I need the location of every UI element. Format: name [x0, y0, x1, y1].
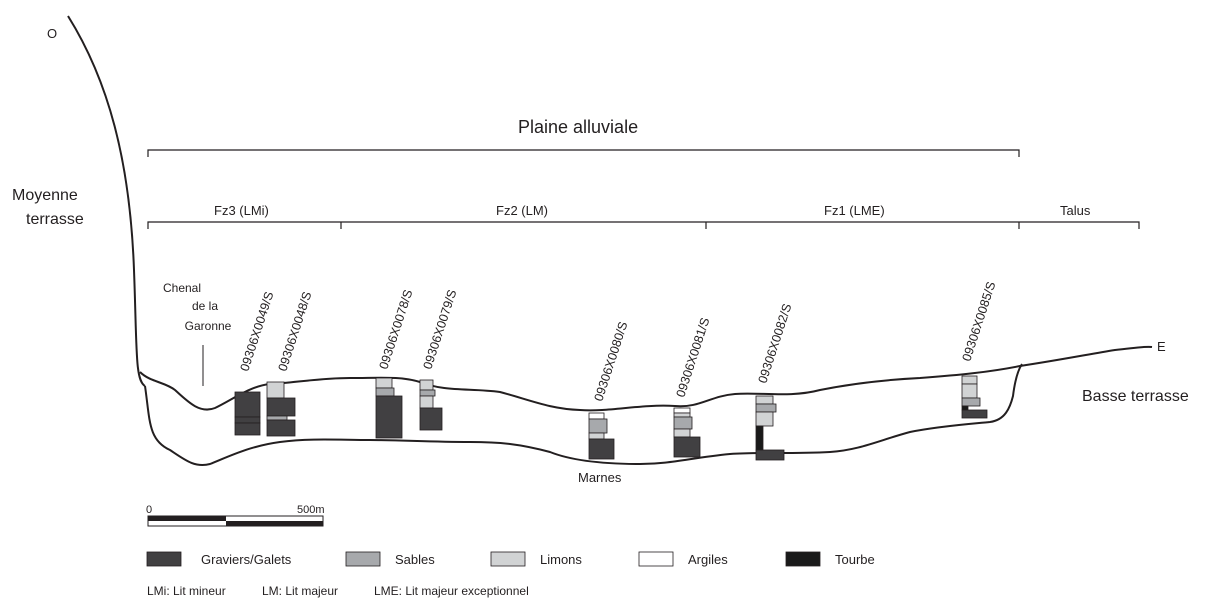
alluvium-base-line: [144, 363, 1023, 466]
borehole-label-0078: 09306X0078/S: [377, 288, 416, 371]
borehole-label-0080: 09306X0080/S: [592, 320, 631, 403]
borehole-logs: [234, 375, 988, 461]
layer-graviers: [266, 397, 296, 417]
borehole-log-4: [588, 412, 615, 460]
layer-limons: [961, 375, 978, 385]
legend-swatch-tourbe: [785, 551, 821, 567]
west-marker: O: [47, 26, 57, 41]
layer-limons: [673, 428, 691, 438]
borehole-log-5: [673, 407, 701, 458]
layer-limons: [419, 379, 434, 391]
zone-fz1-label: Fz1 (LME): [824, 203, 885, 218]
layer-limons: [755, 411, 774, 427]
layer-sables: [755, 403, 777, 413]
borehole-log-0: [234, 391, 261, 436]
legend-label-limons: Limons: [540, 552, 582, 567]
legend-label-tourbe: Tourbe: [835, 552, 875, 567]
legend-swatch-limons: [490, 551, 526, 567]
borehole-labels: 09306X0049/S 09306X0048/S 09306X0078/S 0…: [238, 280, 999, 403]
borehole-log-3: [419, 379, 443, 431]
legend: Graviers/Galets Sables Limons Argiles Tourbe: [146, 551, 875, 567]
layer-sables: [375, 387, 395, 397]
borehole-label-0079: 09306X0079/S: [421, 288, 460, 371]
layer-limons: [755, 395, 774, 405]
abbrev-lme: LME: Lit majeur exceptionnel: [374, 584, 529, 598]
borehole-label-0085: 09306X0085/S: [960, 280, 999, 363]
layer-graviers: [266, 419, 296, 437]
zone-fz2-label: Fz2 (LM): [496, 203, 548, 218]
moyenne-terrasse-label-2: terrasse: [26, 211, 84, 228]
layer-limons: [419, 395, 434, 409]
layer-limons: [961, 383, 978, 399]
legend-swatch-sables: [345, 551, 381, 567]
layer-sables: [588, 418, 608, 434]
zone-fz3-label: Fz3 (LMi): [214, 203, 269, 218]
layer-graviers: [419, 407, 443, 431]
plaine-alluviale-bracket: [147, 149, 1020, 157]
layer-graviers: [673, 436, 701, 458]
borehole-log-2: [375, 377, 403, 439]
scale-end: 500m: [297, 504, 325, 516]
layer-graviers: [234, 391, 261, 418]
layer-graviers: [375, 395, 403, 439]
legend-label-argiles: Argiles: [688, 552, 728, 567]
borehole-log-1: [266, 381, 296, 437]
layer-sables: [419, 389, 436, 397]
layer-limons: [588, 432, 605, 440]
layer-sables: [961, 397, 981, 407]
layer-argiles: [673, 407, 691, 414]
borehole-label-0048: 09306X0048/S: [276, 290, 315, 373]
abbrev-lm: LM: Lit majeur: [262, 584, 338, 598]
layer-tourbe: [961, 405, 969, 411]
layer-sables: [266, 415, 288, 421]
layer-graviers: [961, 409, 988, 419]
borehole-log-7: [961, 375, 988, 419]
scale-bar: [147, 515, 324, 527]
east-marker: E: [1157, 339, 1166, 354]
zone-talus-label: Talus: [1060, 203, 1091, 218]
layer-limons: [375, 377, 393, 389]
layer-graviers: [588, 438, 615, 460]
marnes-label: Marnes: [578, 470, 622, 485]
legend-swatch-argiles: [638, 551, 674, 567]
layer-tourbe: [755, 425, 764, 451]
abbrev-lmi: LMi: Lit mineur: [147, 584, 226, 598]
chenal-label-3: Garonne: [185, 319, 232, 333]
ground-surface-line: [139, 345, 1153, 412]
legend-label-graviers: Graviers/Galets: [201, 552, 292, 567]
layer-graviers: [234, 422, 261, 436]
borehole-label-0081: 09306X0081/S: [674, 316, 713, 399]
scale-start: 0: [146, 504, 152, 516]
terrace-slope: [67, 15, 146, 387]
chenal-label-1: Chenal: [163, 281, 201, 295]
layer-graviers: [234, 416, 261, 424]
borehole-label-0082: 09306X0082/S: [756, 302, 795, 385]
legend-swatch-graviers: [146, 551, 182, 567]
basse-terrasse-label: Basse terrasse: [1082, 388, 1189, 405]
chenal-label-2: de la: [192, 299, 218, 313]
moyenne-terrasse-label-1: Moyenne: [12, 187, 78, 204]
layer-graviers: [755, 449, 785, 461]
borehole-log-6: [755, 395, 785, 461]
plaine-alluviale-title: Plaine alluviale: [518, 117, 638, 137]
legend-label-sables: Sables: [395, 552, 435, 567]
zone-bracket: [147, 221, 1140, 229]
layer-argiles: [588, 412, 605, 420]
borehole-label-0049: 09306X0049/S: [238, 290, 277, 373]
layer-sables: [673, 416, 693, 430]
layer-limons: [673, 412, 691, 418]
layer-limons: [266, 381, 285, 399]
